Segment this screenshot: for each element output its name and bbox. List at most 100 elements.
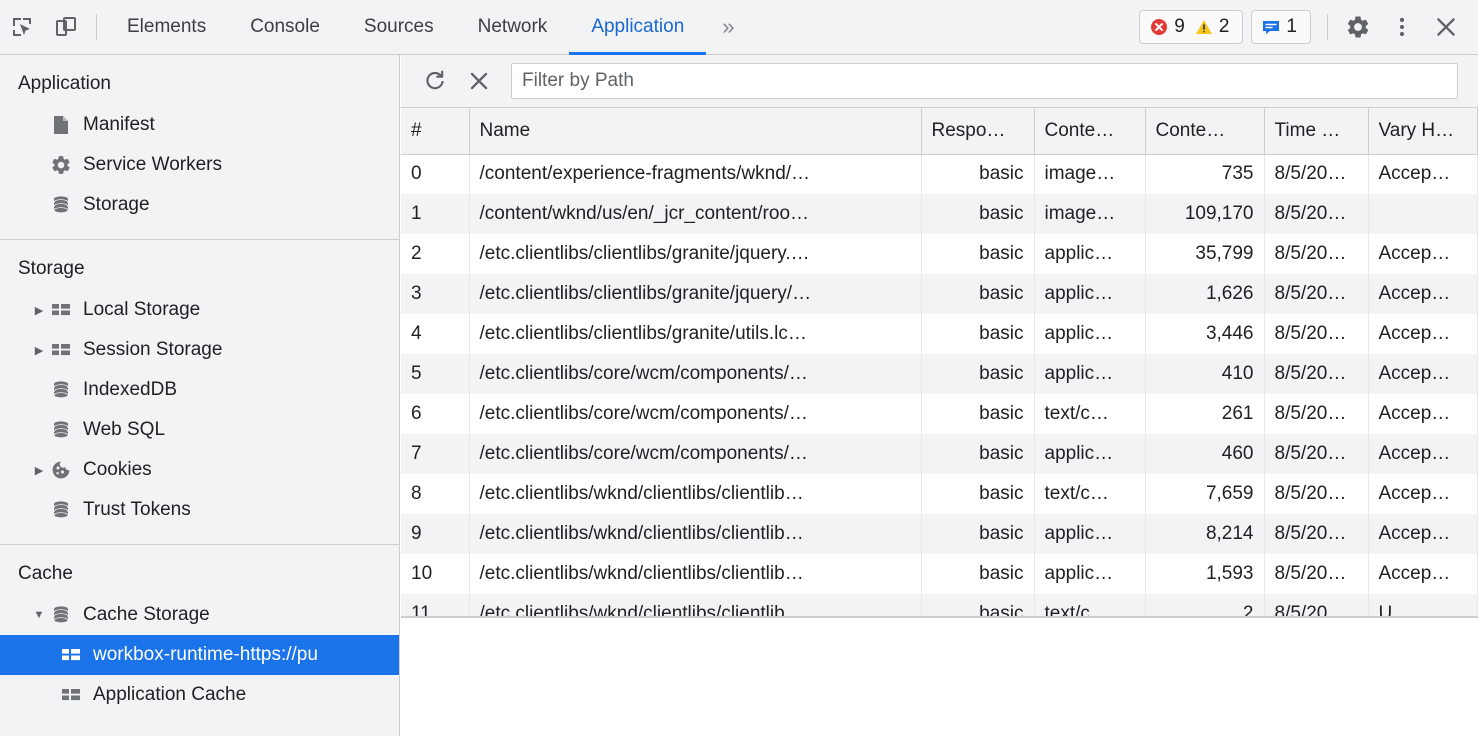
- table-row[interactable]: 7 /etc.clientlibs/core/wcm/components/… …: [401, 434, 1478, 474]
- more-tabs-chevron-icon[interactable]: »: [722, 14, 735, 39]
- table-row[interactable]: 4 /etc.clientlibs/clientlibs/granite/uti…: [401, 314, 1478, 354]
- table-row[interactable]: 11 /etc.clientlibs/wknd/clientlibs/clien…: [401, 594, 1478, 616]
- sidebar-item-label: Web SQL: [83, 419, 166, 440]
- device-toolbar-icon[interactable]: [44, 7, 88, 47]
- sidebar-item-web-sql[interactable]: ▶ Web SQL: [0, 410, 399, 450]
- sidebar-item-cookies[interactable]: ▶ Cookies: [0, 450, 399, 490]
- tab-network[interactable]: Network: [477, 16, 548, 37]
- cell-index: 1: [401, 194, 470, 234]
- table-row[interactable]: 5 /etc.clientlibs/core/wcm/components/… …: [401, 354, 1478, 394]
- sidebar-item-session-storage[interactable]: ▶ Session Storage: [0, 330, 399, 370]
- close-icon[interactable]: [1424, 7, 1468, 47]
- cell-content-type: applic…: [1034, 554, 1146, 594]
- toolbar-divider: [96, 14, 97, 40]
- sidebar-item-label: Trust Tokens: [83, 499, 191, 520]
- gear-icon: [48, 154, 74, 176]
- column-header-content-length[interactable]: Conte…: [1145, 108, 1265, 155]
- messages-counter[interactable]: 1: [1251, 10, 1311, 44]
- inspect-cursor-glyph: [13, 18, 31, 36]
- table-row[interactable]: 10 /etc.clientlibs/wknd/clientlibs/clien…: [401, 554, 1478, 594]
- sidebar-item-trust-tokens[interactable]: ▶ Trust Tokens: [0, 490, 399, 530]
- chevron-right-icon[interactable]: ▶: [34, 344, 44, 357]
- table-grid-icon: [58, 644, 84, 666]
- chevron-right-icon[interactable]: ▶: [34, 304, 44, 317]
- cell-time-cached: 8/5/20…: [1264, 154, 1369, 194]
- chevron-right-icon[interactable]: ▶: [34, 464, 44, 477]
- cache-entries-table-container[interactable]: # Name Respo… Conte… Conte… Time … Vary …: [401, 108, 1478, 618]
- tab-console[interactable]: Console: [250, 16, 320, 37]
- table-row[interactable]: 2 /etc.clientlibs/clientlibs/granite/jqu…: [401, 234, 1478, 274]
- column-header-vary-header[interactable]: Vary H…: [1368, 108, 1478, 155]
- cell-name: /content/experience-fragments/wknd/…: [469, 154, 922, 194]
- delete-glyph: [470, 72, 488, 90]
- cell-response-type: basic: [921, 234, 1035, 274]
- sidebar-item-label: IndexedDB: [83, 379, 178, 400]
- sidebar-item-service-workers[interactable]: ▶ Service Workers: [0, 145, 399, 185]
- cell-response-type: basic: [921, 554, 1035, 594]
- sidebar-item-indexeddb[interactable]: ▶ IndexedDB: [0, 370, 399, 410]
- filter-by-path-input[interactable]: [511, 63, 1458, 99]
- sidebar-section-application: Application ▶ Manifest ▶ Service Workers…: [0, 55, 399, 240]
- cell-content-type: applic…: [1034, 354, 1146, 394]
- tab-sources[interactable]: Sources: [363, 16, 434, 37]
- cell-content-length: 460: [1145, 434, 1265, 474]
- column-header-response-type[interactable]: Respo…: [921, 108, 1035, 155]
- application-sidebar[interactable]: Application ▶ Manifest ▶ Service Workers…: [0, 55, 400, 736]
- tab-elements[interactable]: Elements: [127, 16, 207, 37]
- chevron-down-icon[interactable]: ▼: [33, 609, 45, 621]
- sidebar-item-storage[interactable]: ▶ Storage: [0, 185, 399, 225]
- database-icon: [48, 194, 74, 216]
- toolbar-right-group: 9 2 1: [1139, 7, 1478, 47]
- kebab-menu-icon[interactable]: [1380, 7, 1424, 47]
- cell-content-length: 261: [1145, 394, 1265, 434]
- cell-content-type: applic…: [1034, 234, 1146, 274]
- cell-response-type: basic: [921, 314, 1035, 354]
- cell-response-type: basic: [921, 354, 1035, 394]
- toolbar-divider-right: [1327, 14, 1328, 40]
- cell-vary-header: Accep…: [1368, 274, 1478, 314]
- cell-vary-header: [1368, 194, 1478, 234]
- document-icon: [48, 114, 74, 136]
- column-header-name[interactable]: Name: [469, 108, 922, 155]
- close-glyph: [1437, 18, 1455, 36]
- tab-application[interactable]: Application: [569, 0, 707, 55]
- devtools-toolbar: Elements Console Sources Network Applica…: [0, 0, 1478, 55]
- sidebar-item-application-cache[interactable]: Application Cache: [0, 675, 399, 715]
- cell-content-type: text/c…: [1034, 594, 1146, 616]
- sidebar-item-local-storage[interactable]: ▶ Local Storage: [0, 290, 399, 330]
- cookie-icon: [48, 459, 74, 481]
- sidebar-item-workbox-runtime-cache[interactable]: workbox-runtime-https://pu: [0, 635, 399, 675]
- column-header-index[interactable]: #: [401, 108, 470, 155]
- column-header-time-cached[interactable]: Time …: [1264, 108, 1369, 155]
- cell-index: 8: [401, 474, 470, 514]
- cell-vary-header: Accep…: [1368, 514, 1478, 554]
- delete-x-icon[interactable]: [457, 61, 501, 101]
- column-header-content-type[interactable]: Conte…: [1034, 108, 1146, 155]
- cell-index: 11: [401, 594, 470, 616]
- cell-response-type: basic: [921, 594, 1035, 616]
- warning-icon: [1194, 17, 1214, 37]
- table-row[interactable]: 9 /etc.clientlibs/wknd/clientlibs/client…: [401, 514, 1478, 554]
- sidebar-item-manifest[interactable]: ▶ Manifest: [0, 105, 399, 145]
- cell-response-type: basic: [921, 194, 1035, 234]
- table-body: 0 /content/experience-fragments/wknd/… b…: [401, 154, 1478, 616]
- cell-name: /etc.clientlibs/clientlibs/granite/utils…: [469, 314, 922, 354]
- message-count: 1: [1286, 16, 1297, 37]
- table-row[interactable]: 8 /etc.clientlibs/wknd/clientlibs/client…: [401, 474, 1478, 514]
- cell-response-type: basic: [921, 434, 1035, 474]
- table-row[interactable]: 3 /etc.clientlibs/clientlibs/granite/jqu…: [401, 274, 1478, 314]
- sidebar-item-cache-storage[interactable]: ▼ Cache Storage: [0, 595, 399, 635]
- cell-content-length: 109,170: [1145, 194, 1265, 234]
- refresh-icon[interactable]: [413, 61, 457, 101]
- table-header-row: # Name Respo… Conte… Conte… Time … Vary …: [401, 108, 1478, 155]
- table-row[interactable]: 1 /content/wknd/us/en/_jcr_content/roo… …: [401, 194, 1478, 234]
- cell-name: /etc.clientlibs/wknd/clientlibs/clientli…: [469, 554, 922, 594]
- cell-content-type: image…: [1034, 154, 1146, 194]
- gear-icon[interactable]: [1336, 7, 1380, 47]
- issues-counter[interactable]: 9 2: [1139, 10, 1244, 44]
- cell-index: 4: [401, 314, 470, 354]
- inspect-cursor-icon[interactable]: [0, 7, 44, 47]
- table-row[interactable]: 6 /etc.clientlibs/core/wcm/components/… …: [401, 394, 1478, 434]
- table-row[interactable]: 0 /content/experience-fragments/wknd/… b…: [401, 154, 1478, 194]
- cell-vary-header: Accep…: [1368, 154, 1478, 194]
